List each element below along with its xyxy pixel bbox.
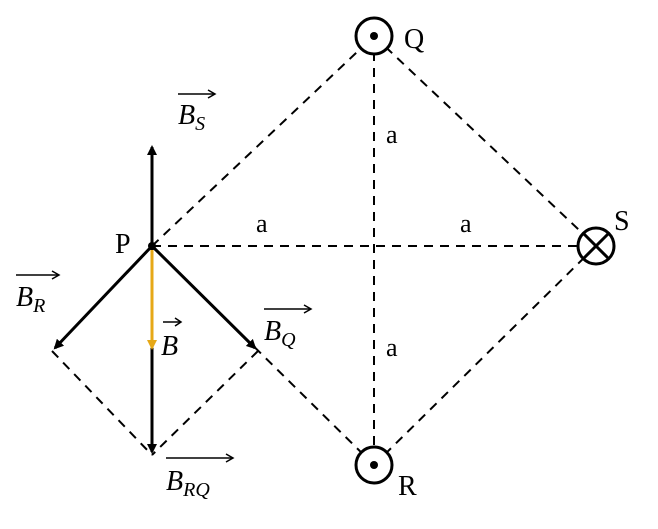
wire-R-icon [354, 445, 394, 485]
edge-SR [373, 245, 597, 466]
vector-label-BS: BS [178, 89, 217, 135]
vector-label-B: B [161, 317, 183, 362]
vector-label-BR: BR [16, 270, 61, 317]
point-P-dot [148, 242, 156, 250]
svg-text:BRQ: BRQ [166, 466, 210, 501]
vector-BR [53, 244, 154, 350]
svg-text:B: B [161, 331, 178, 362]
construction-BQ-side [151, 350, 259, 456]
wire-Q-icon [354, 16, 394, 56]
construction-BR-side [51, 350, 153, 456]
distance-QO: a [386, 120, 398, 149]
vector-label-BRQ: BRQ [166, 453, 235, 501]
distance-OS: a [460, 209, 472, 238]
distance-OR: a [386, 333, 398, 362]
field-vectors [53, 145, 257, 454]
svg-text:BS: BS [178, 100, 205, 135]
label-P: P [115, 229, 131, 260]
label-Q: Q [404, 24, 424, 55]
vector-BQ [150, 244, 257, 350]
edge-QS [373, 35, 597, 247]
wire-S-icon [576, 226, 616, 266]
square-outline [51, 35, 597, 466]
svg-text:BR: BR [16, 282, 45, 317]
distance-PO: a [256, 209, 268, 238]
svg-text:BQ: BQ [264, 316, 296, 351]
label-R: R [398, 471, 417, 502]
edge-PQ [151, 35, 375, 247]
label-S: S [614, 206, 630, 237]
vector-label-BQ: BQ [264, 304, 313, 351]
